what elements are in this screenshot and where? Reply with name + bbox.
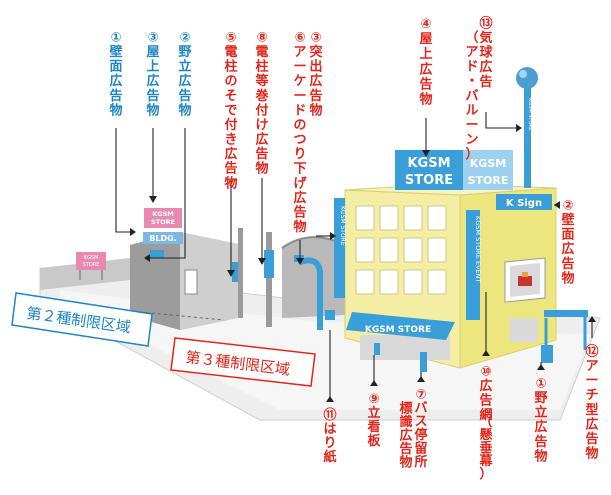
leader-lines	[115, 112, 593, 402]
vertical-banner-right-text: KGSM STORE EVENT	[474, 216, 482, 283]
rooftop-sign-line2: STORE	[405, 173, 453, 188]
k-sign-text: K Sign	[506, 198, 542, 209]
pipe-sign	[299, 257, 323, 330]
awning: KGSM STORE	[346, 312, 455, 340]
label-l7-bus-stop-b: 標識広告物	[399, 401, 412, 471]
standing-board	[374, 343, 380, 355]
left-billboard-line1: KGSM	[84, 255, 99, 261]
small-rooftop-sign: KGSM STORE	[144, 208, 182, 228]
arrowheads	[130, 124, 596, 402]
bus-stop-sign	[420, 352, 427, 372]
small-rooftop-sign-line1: KGSM	[152, 210, 174, 218]
utility-pole-left	[232, 228, 243, 318]
poster	[325, 310, 335, 320]
label-l10-net-b: （懸垂幕）	[478, 414, 493, 482]
rooftop-sign-side-line2: STORE	[468, 174, 509, 187]
small-rooftop-sign-line2: STORE	[151, 218, 175, 226]
ad-balloon: KGSM STORE	[516, 67, 538, 188]
rooftop-sign: KGSM STORE KGSM STORE	[395, 150, 513, 190]
vertical-banner-right: KGSM STORE EVENT	[466, 210, 482, 320]
left-billboard-line2: STORE	[83, 262, 100, 268]
rooftop-sign-side-line1: KGSM	[470, 157, 506, 170]
vertical-sign-left: KGSM STORE	[334, 198, 346, 298]
label-l13-balloon-b: （アド・バルーン）	[465, 30, 478, 163]
vertical-sign-left-text: KGSM STORE	[339, 206, 346, 246]
bldg-plate: BLDG.	[143, 232, 183, 244]
awning-text: KGSM STORE	[365, 325, 431, 335]
rooftop-sign-line1: KGSM	[407, 156, 450, 171]
balloon-pole-text: KGSM STORE	[527, 98, 533, 131]
low-wall	[40, 258, 130, 290]
left-billboard: KGSM STORE	[76, 252, 106, 280]
wall-picture-sign	[504, 257, 546, 303]
small-building	[130, 232, 238, 330]
zone-divider	[139, 311, 225, 321]
bldg-plate-text: BLDG.	[149, 234, 176, 243]
k-sign: K Sign	[496, 194, 552, 210]
standing-sign-right	[541, 345, 553, 363]
zone3-box: 第３種制限区域	[170, 337, 316, 387]
utility-pole-wrapped	[264, 232, 274, 327]
